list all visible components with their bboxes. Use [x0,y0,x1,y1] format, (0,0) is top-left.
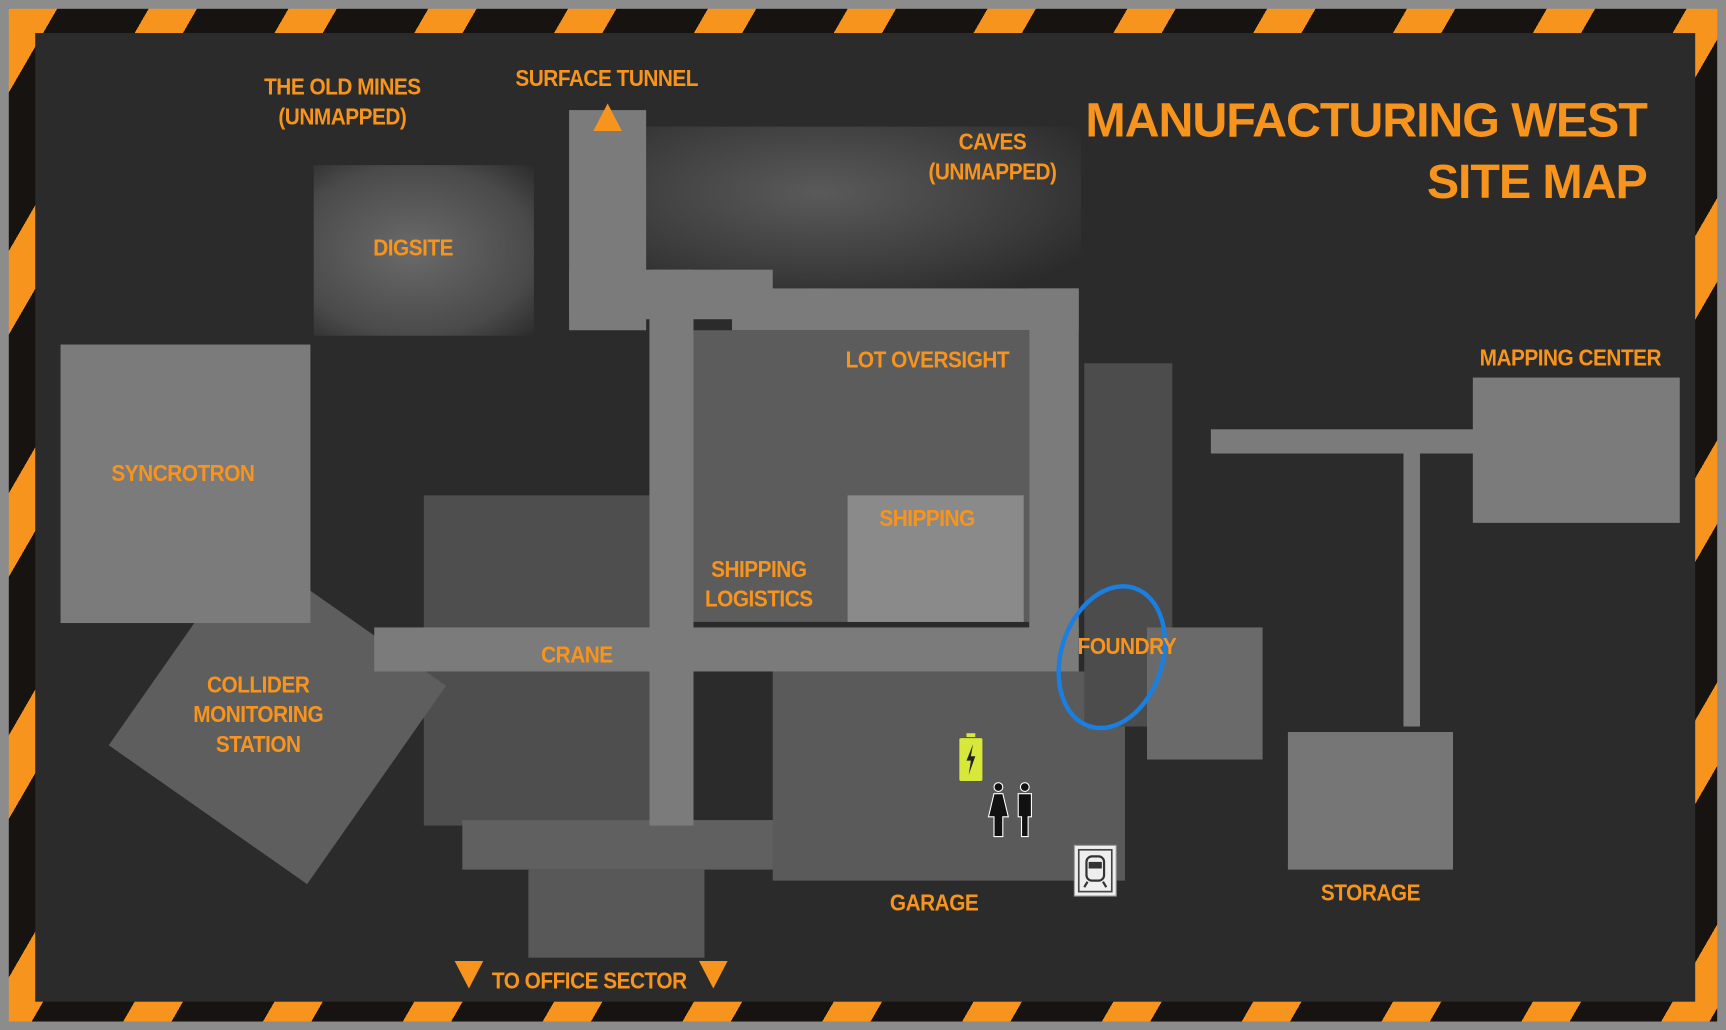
battery-charging-icon[interactable] [958,733,984,784]
label-old-mines[interactable]: THE OLD MINES (UNMAPPED) [264,73,421,132]
collider-text-2: MONITORING [193,702,324,728]
caves-note: (UNMAPPED) [928,159,1057,185]
restroom-icon[interactable] [984,782,1039,839]
surface-tunnel-arrow-up-icon [593,103,622,131]
digsite-area [313,165,534,336]
syncrotron-block [60,344,311,624]
label-crane[interactable]: CRANE [541,642,613,669]
office-sector-arrow-down-icon [454,960,484,989]
shipping-area [847,495,1024,622]
page-title: MANUFACTURING WEST SITE MAP [1085,90,1648,213]
old-mines-text: THE OLD MINES [264,74,421,101]
label-lot-oversight[interactable]: LOT OVERSIGHT [845,347,1010,374]
label-caves[interactable]: CAVES (UNMAPPED) [928,128,1056,187]
title-line-2: SITE MAP [1426,155,1648,210]
label-syncrotron[interactable]: SYNCROTRON [111,461,255,487]
label-collider-monitoring-station[interactable]: COLLIDER MONITORING STATION [193,670,323,759]
label-surface-tunnel[interactable]: SURFACE TUNNEL [515,66,699,92]
label-foundry[interactable]: FOUNDRY [1077,634,1177,660]
label-office-sector[interactable]: TO OFFICE SECTOR [491,968,687,994]
north-corridor-b [732,288,1079,331]
office-sector-passage [528,869,705,958]
label-digsite[interactable]: DIGSITE [373,235,453,261]
title-line-1: MANUFACTURING WEST [1085,93,1647,148]
label-shipping-logistics[interactable]: SHIPPING LOGISTICS [705,555,813,614]
collider-text-1: COLLIDER [207,672,310,698]
lower-crane-area [462,820,777,870]
central-vertical-corridor [649,269,694,826]
mapping-center-block [1472,377,1680,523]
foundry-highlight-circle [1056,584,1168,731]
label-mapping-center[interactable]: MAPPING CENTER [1479,345,1662,371]
office-sector-arrow-down-icon [698,960,728,989]
shipping-logistics-text-1: SHIPPING [711,556,807,583]
caves-area [646,126,1081,292]
main-horizontal-corridor [374,627,1079,672]
map-panel: THE OLD MINES (UNMAPPED) SURFACE TUNNEL C… [35,33,1696,1002]
label-shipping[interactable]: SHIPPING [879,506,975,532]
pipe-horizontal [1210,429,1481,454]
pipe-vertical [1403,440,1420,727]
label-storage[interactable]: STORAGE [1320,880,1421,906]
caves-text: CAVES [958,129,1027,156]
old-mines-note: (UNMAPPED) [278,104,407,130]
shipping-logistics-text-2: LOGISTICS [704,586,813,613]
east-vertical-corridor [1029,288,1079,652]
collider-text-3: STATION [215,732,301,758]
label-garage[interactable]: GARAGE [889,890,979,916]
train-station-icon[interactable] [1073,844,1117,897]
storage-area [1287,732,1454,870]
